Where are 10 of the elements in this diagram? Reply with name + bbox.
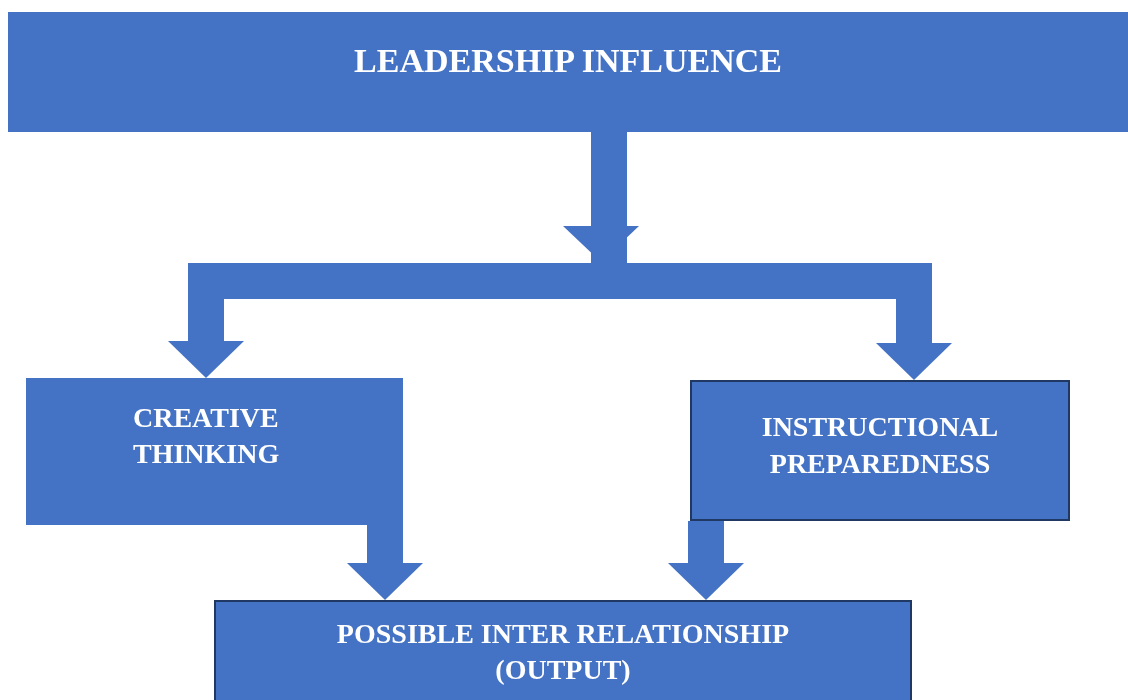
process-box xyxy=(26,378,403,525)
box-label: LEADERSHIP INFLUENCE xyxy=(354,40,782,81)
block-arrow xyxy=(347,525,423,600)
block-arrow xyxy=(668,521,744,600)
process-box xyxy=(214,600,912,700)
process-box xyxy=(690,380,1070,521)
box-label: CREATIVE THINKING xyxy=(133,401,281,472)
box-label: INSTRUCTIONAL PREPAREDNESS xyxy=(760,410,1000,481)
box-label: POSSIBLE INTER RELATIONSHIP (OUTPUT) xyxy=(335,617,791,688)
process-box xyxy=(8,12,1128,132)
